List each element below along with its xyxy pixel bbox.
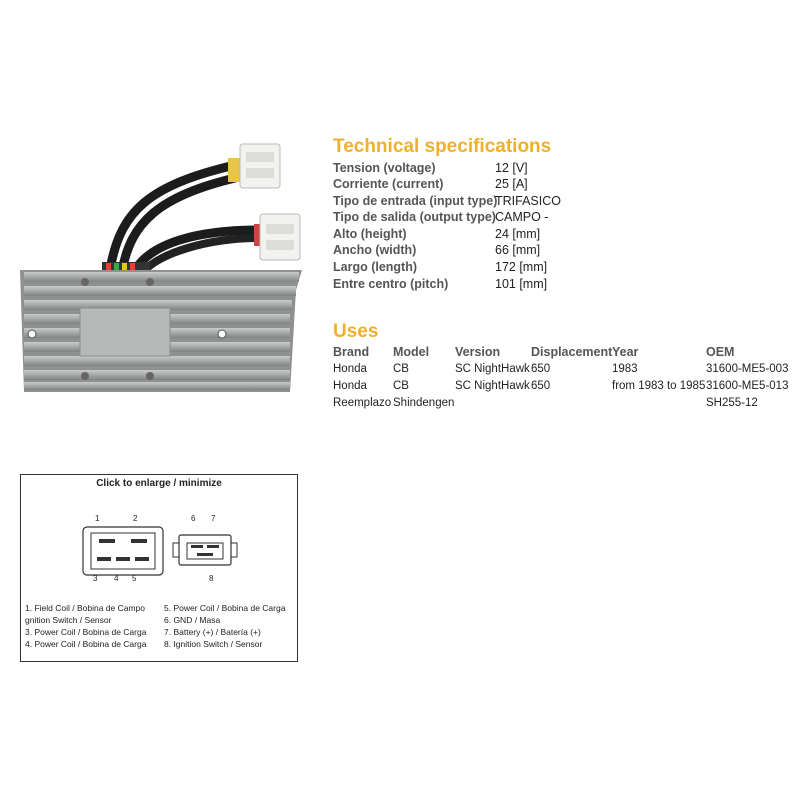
uses-header-version: Version — [455, 345, 501, 359]
pin-label-6: 6 — [191, 514, 196, 523]
spec-label: Alto (height) — [333, 227, 407, 241]
spec-value: 24 [mm] — [495, 227, 541, 241]
spec-label: Corriente (current) — [333, 177, 444, 191]
wiring-diagram[interactable]: Click to enlarge / minimize 1 2 3 4 5 — [20, 474, 298, 662]
spec-label: Tension (voltage) — [333, 161, 436, 175]
uses-title: Uses — [333, 321, 379, 342]
uses-cell-displacement: 650 — [531, 363, 551, 375]
spec-value: 172 [mm] — [495, 260, 548, 274]
uses-cell-brand: Reemplazo — [333, 397, 392, 409]
spec-label: Tipo de salida (output type) — [333, 210, 496, 224]
spec-value: CAMPO - — [495, 210, 549, 224]
legend-item: 6. GND / Masa — [164, 615, 221, 625]
spec-value: 12 [V] — [495, 161, 528, 175]
uses-header-model: Model — [393, 345, 430, 359]
spec-value: 25 [A] — [495, 177, 528, 191]
pin-label-8: 8 — [209, 574, 214, 583]
uses-cell-version: SC NightHawk — [455, 363, 530, 375]
spec-value: TRIFASICO — [495, 194, 561, 208]
connector-b: 6 7 8 — [172, 514, 238, 583]
legend-item: 5. Power Coil / Bobina de Carga — [164, 603, 286, 613]
uses-cell-brand: Honda — [333, 363, 367, 375]
uses-cell-year: from 1983 to 1985 — [612, 380, 706, 392]
pin-label-7: 7 — [211, 514, 216, 523]
uses-header-displacement: Displacement — [531, 345, 613, 359]
product-photo — [20, 143, 302, 392]
connector-a: 1 2 3 4 5 — [82, 514, 164, 583]
spec-label: Largo (length) — [333, 260, 418, 274]
heatsink-body — [20, 270, 302, 392]
legend-item: gnition Switch / Sensor — [25, 615, 112, 625]
spec-label: Tipo de entrada (input type) — [333, 194, 498, 208]
uses-cell-oem: 31600-ME5-013 — [706, 380, 789, 392]
pin-label-2: 2 — [133, 514, 138, 523]
uses-cell-version: SC NightHawk — [455, 380, 530, 392]
spec-value: 66 [mm] — [495, 243, 541, 257]
connector-plug-lower — [254, 213, 301, 261]
uses-header-brand: Brand — [333, 345, 370, 359]
legend-item: 7. Battery (+) / Batería (+) — [164, 627, 261, 637]
pin-label-3: 3 — [93, 574, 98, 583]
legend-item: 4. Power Coil / Bobina de Carga — [25, 639, 147, 649]
uses-header-year: Year — [612, 345, 639, 359]
uses-cell-year: 1983 — [612, 363, 638, 375]
connector-plug-upper — [228, 143, 281, 189]
spec-label: Ancho (width) — [333, 243, 417, 257]
connector-diagram: 1 2 3 4 5 6 7 8 — [82, 514, 238, 583]
uses-cell-displacement: 650 — [531, 380, 551, 392]
pin-label-5: 5 — [132, 574, 137, 583]
spec-label: Entre centro (pitch) — [333, 277, 449, 291]
uses-header-oem: OEM — [706, 345, 735, 359]
specs-title: Technical specifications — [333, 136, 552, 157]
enlarge-toggle[interactable]: Click to enlarge / minimize — [96, 478, 222, 489]
uses-cell-model: Shindengen — [393, 397, 455, 409]
legend-item: 8. Ignition Switch / Sensor — [164, 639, 263, 649]
spec-value: 101 [mm] — [495, 277, 548, 291]
legend-item: 3. Power Coil / Bobina de Carga — [25, 627, 147, 637]
legend-item: 1. Field Coil / Bobina de Campo — [25, 603, 146, 613]
uses-cell-oem: 31600-ME5-003 — [706, 363, 789, 375]
pin-label-4: 4 — [114, 574, 119, 583]
uses-cell-model: CB — [393, 380, 409, 392]
pin-label-1: 1 — [95, 514, 100, 523]
uses-cell-model: CB — [393, 363, 409, 375]
uses-cell-brand: Honda — [333, 380, 367, 392]
uses-cell-oem: SH255-12 — [706, 397, 758, 409]
